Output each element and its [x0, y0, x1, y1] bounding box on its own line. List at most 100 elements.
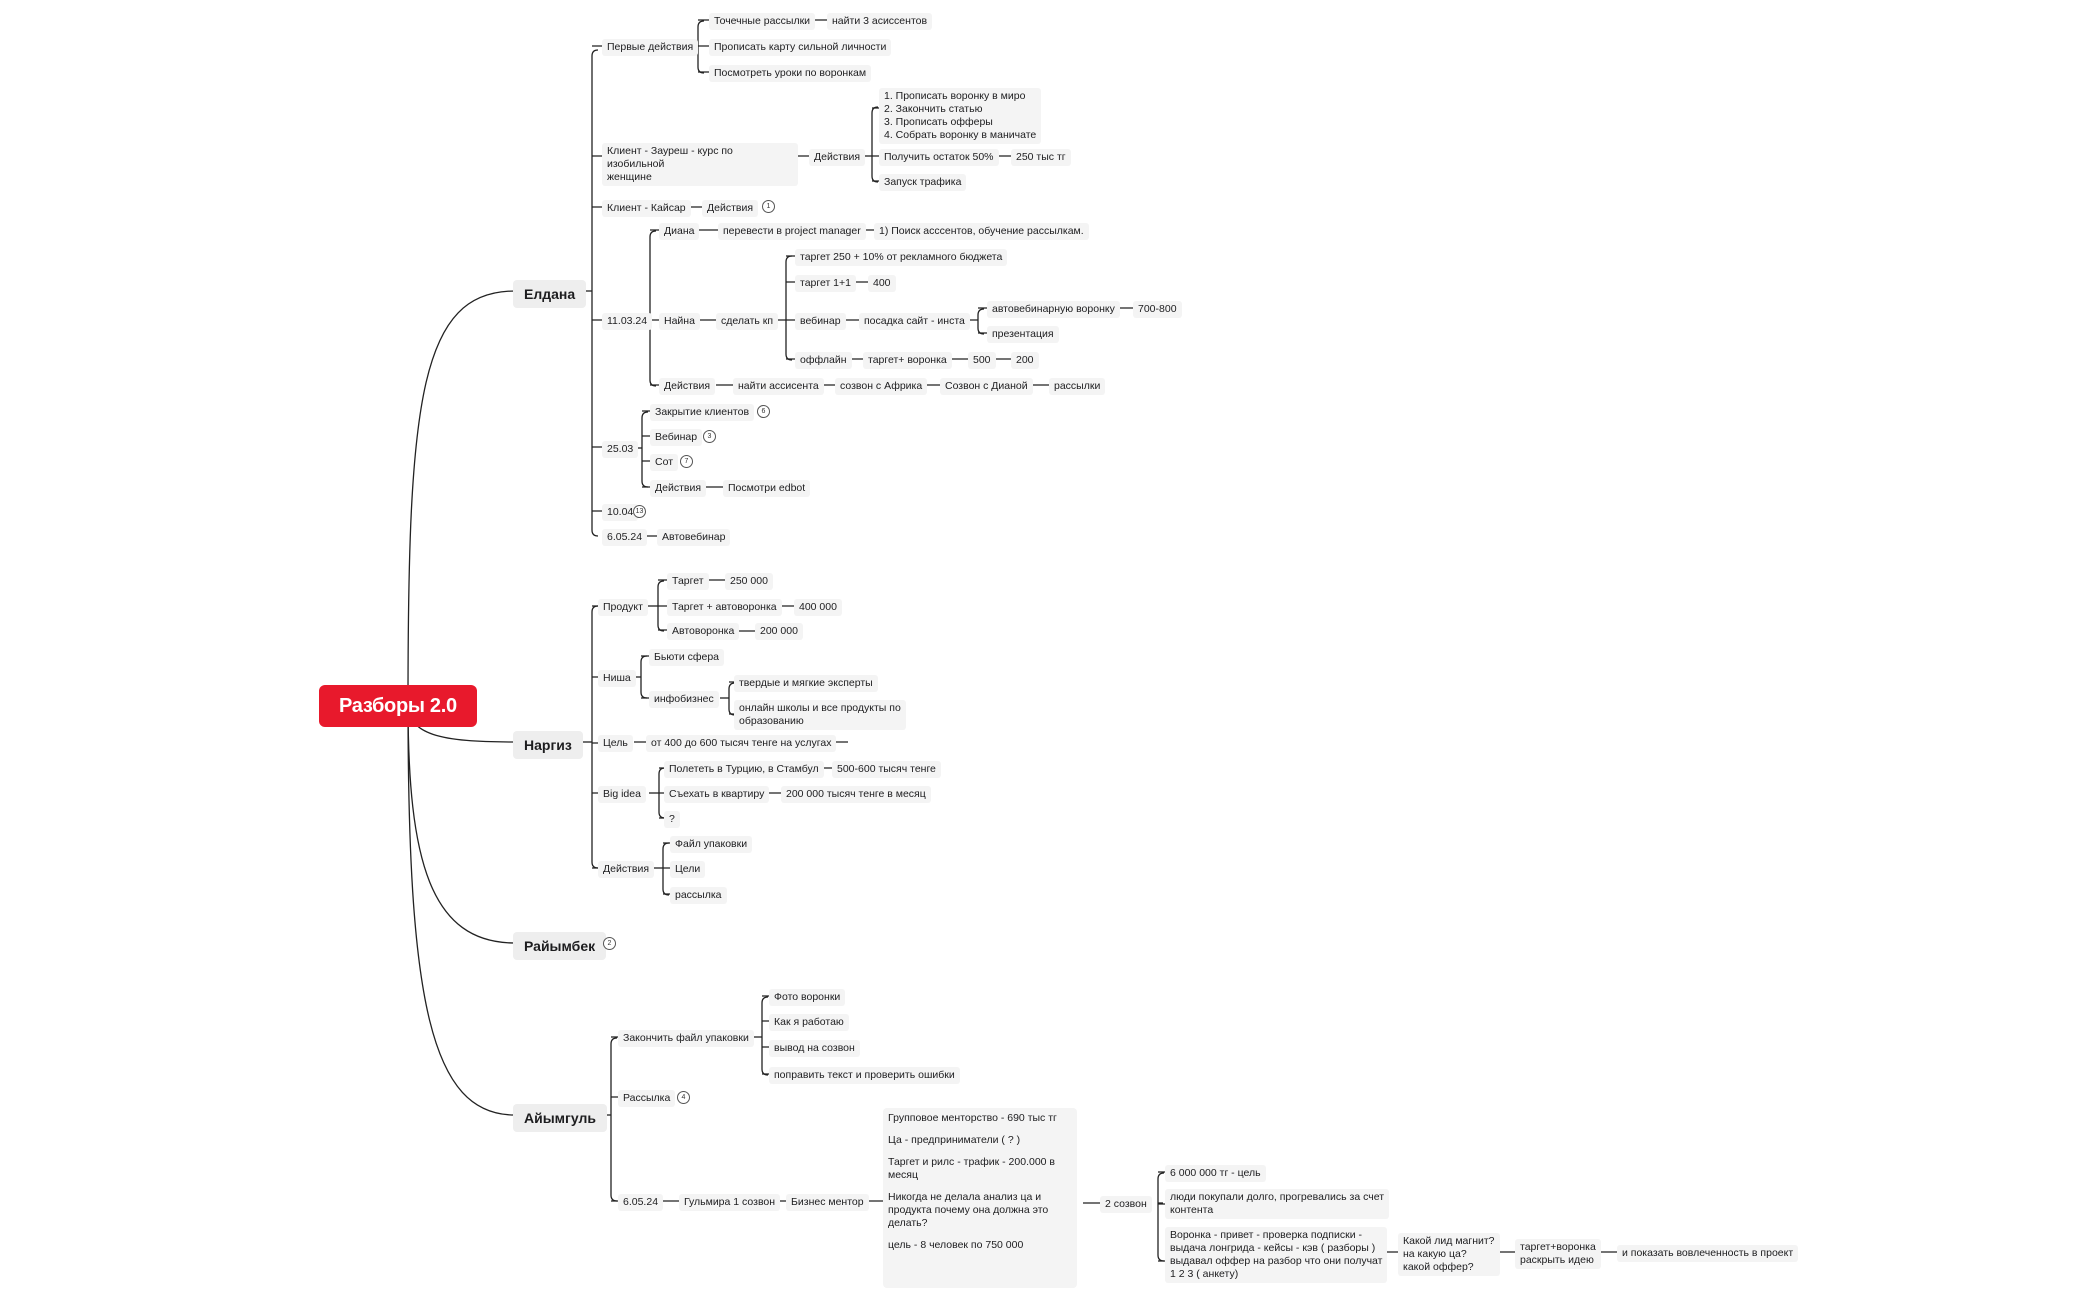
node-experts[interactable]: твердые и мягкие эксперты — [734, 675, 878, 692]
node-mentor-note[interactable]: Групповое менторство - 690 тыс тг Ца - п… — [883, 1108, 1077, 1288]
node-offline-500[interactable]: 500 — [968, 352, 996, 369]
node-diana-search[interactable]: 1) Поиск асссентов, обучение рассылкам. — [874, 223, 1089, 240]
branch-aiymgul[interactable]: Айымгуль — [513, 1104, 607, 1132]
node-remainder[interactable]: Получить остаток 50% — [879, 149, 999, 166]
branch-raiymbek[interactable]: Райымбек — [513, 932, 607, 960]
node-goal-text[interactable]: от 400 до 600 тысяч тенге на услугах — [646, 735, 837, 752]
node-niche[interactable]: Ниша — [598, 670, 636, 687]
node-naina[interactable]: Найна — [659, 313, 700, 330]
node-target-val[interactable]: 250 000 — [725, 573, 773, 590]
node-first-actions[interactable]: Первые действия — [602, 39, 699, 56]
node-people-bought[interactable]: люди покупали долго, прогревались за сче… — [1165, 1189, 1390, 1219]
node-2503-actions[interactable]: Действия — [650, 480, 707, 497]
node-date-1103[interactable]: 11.03.24 — [602, 313, 653, 330]
node-aiymgul-date[interactable]: 6.05.24 — [618, 1194, 664, 1211]
node-funnel-flow[interactable]: Воронка - привет - проверка подписки - в… — [1165, 1227, 1388, 1283]
node-autowebinar-val[interactable]: 700-800 — [1133, 301, 1182, 318]
node-presentation[interactable]: презентация — [987, 326, 1059, 343]
node-target[interactable]: Таргет — [667, 573, 709, 590]
node-make-kp[interactable]: сделать кп — [716, 313, 779, 330]
node-pack-file[interactable]: Файл упаковки — [670, 836, 753, 853]
node-apartment[interactable]: Съехать в квартиру — [664, 786, 770, 803]
node-find-assistant[interactable]: найти ассисента — [733, 378, 824, 395]
node-zauresh-actions[interactable]: Действия — [809, 149, 866, 166]
node-diana-pm[interactable]: перевести в project manager — [718, 223, 866, 240]
collapsed-count-badge[interactable]: 13 — [633, 505, 646, 518]
node-watch-lessons[interactable]: Посмотреть уроки по воронкам — [709, 65, 872, 82]
node-target-funnel-idea[interactable]: таргет+воронка раскрыть идею — [1515, 1239, 1601, 1269]
node-2503-webinar[interactable]: Вебинар — [650, 429, 703, 446]
node-call-africa[interactable]: созвон с Африка — [835, 378, 928, 395]
node-webinar[interactable]: вебинар — [795, 313, 846, 330]
node-client-kaisar[interactable]: Клиент - Кайсар — [602, 200, 691, 217]
node-offline[interactable]: оффлайн — [795, 352, 852, 369]
node-call-2[interactable]: 2 созвон — [1100, 1196, 1152, 1213]
node-goal-6m[interactable]: 6 000 000 тг - цель — [1165, 1165, 1266, 1182]
node-mailings[interactable]: рассылки — [1049, 378, 1106, 395]
node-photo-funnel[interactable]: Фото воронки — [769, 989, 846, 1006]
node-question[interactable]: ? — [664, 811, 680, 828]
node-goal[interactable]: Цель — [598, 735, 633, 752]
node-strong-map[interactable]: Прописать карту сильной личности — [709, 39, 892, 56]
node-product[interactable]: Продукт — [598, 599, 648, 616]
node-apartment-val[interactable]: 200 000 тысяч тенге в месяц — [781, 786, 931, 803]
node-show-engagement[interactable]: и показать вовлеченность в проект — [1617, 1245, 1799, 1262]
node-target-11[interactable]: таргет 1+1 — [795, 275, 856, 292]
node-gulmira[interactable]: Гульмира 1 созвон — [679, 1194, 781, 1211]
node-closing-clients[interactable]: Закрытие клиентов — [650, 404, 755, 421]
node-find-assistants[interactable]: найти 3 асиссентов — [827, 13, 933, 30]
collapsed-count-badge[interactable]: 6 — [757, 405, 770, 418]
collapsed-count-badge[interactable]: 2 — [603, 937, 616, 950]
node-turkey-val[interactable]: 500-600 тысяч тенге — [832, 761, 941, 778]
node-date-0605[interactable]: 6.05.24 — [602, 529, 648, 546]
node-mailing[interactable]: рассылка — [670, 887, 727, 904]
node-how-work[interactable]: Как я работаю — [769, 1014, 849, 1031]
node-target-funnel[interactable]: таргет+ воронка — [863, 352, 952, 369]
node-aiymgul-mailing[interactable]: Рассылка — [618, 1090, 676, 1107]
lead-line-1: Какой лид магнит? — [1403, 1235, 1495, 1247]
node-target-auto-val[interactable]: 400 000 — [794, 599, 842, 616]
node-fix-text[interactable]: поправить текст и проверить ошибки — [769, 1067, 960, 1084]
node-1103-actions[interactable]: Действия — [659, 378, 716, 395]
node-target-250[interactable]: таргет 250 + 10% от рекламного бюджета — [795, 249, 1008, 266]
node-business-mentor[interactable]: Бизнес ментор — [786, 1194, 869, 1211]
collapsed-count-badge[interactable]: 4 — [677, 1091, 690, 1104]
node-infobiz[interactable]: инфобизнес — [649, 691, 719, 708]
node-call-diana[interactable]: Созвон с Дианой — [940, 378, 1033, 395]
node-point-mailings[interactable]: Точечные рассылки — [709, 13, 816, 30]
node-finish-pack[interactable]: Закончить файл упаковки — [618, 1030, 754, 1047]
node-kaisar-actions[interactable]: Действия — [702, 200, 759, 217]
node-zauresh-steps[interactable]: 1. Прописать воронку в миро 2. Закончить… — [879, 88, 1042, 144]
collapsed-count-badge[interactable]: 1 — [762, 200, 775, 213]
node-auto-val[interactable]: 200 000 — [755, 623, 803, 640]
node-offline-200[interactable]: 200 — [1011, 352, 1039, 369]
collapsed-count-badge[interactable]: 7 — [680, 455, 693, 468]
collapsed-count-badge[interactable]: 3 — [703, 430, 716, 443]
node-nargiz-actions[interactable]: Действия — [598, 861, 655, 878]
node-sot[interactable]: Сот — [650, 454, 679, 471]
node-goals[interactable]: Цели — [670, 861, 706, 878]
node-auto[interactable]: Автоворонка — [667, 623, 740, 640]
node-date-1004[interactable]: 10.04 — [602, 504, 639, 521]
node-landing[interactable]: посадка сайт - инста — [859, 313, 970, 330]
node-schools[interactable]: онлайн школы и все продукты по образован… — [734, 700, 906, 730]
branch-eldana[interactable]: Елдана — [513, 280, 587, 308]
node-target-11-val[interactable]: 400 — [868, 275, 896, 292]
node-turkey[interactable]: Полететь в Турцию, в Стамбул — [664, 761, 824, 778]
node-lead-magnet[interactable]: Какой лид магнит? на какую ца? какой офф… — [1398, 1233, 1500, 1276]
node-remainder-amount[interactable]: 250 тыс тг — [1011, 149, 1071, 166]
node-call-output[interactable]: вывод на созвон — [769, 1040, 860, 1057]
node-traffic[interactable]: Запуск трафика — [879, 174, 967, 191]
node-client-zauresh[interactable]: Клиент - Зауреш - курс по изобильной жен… — [602, 143, 798, 186]
node-beauty[interactable]: Бьюти сфера — [649, 649, 725, 666]
node-date-2503[interactable]: 25.03 — [602, 441, 639, 458]
node-big-idea[interactable]: Big idea — [598, 786, 646, 803]
node-autowebinar-funnel[interactable]: автовебинарную воронку — [987, 301, 1120, 318]
root-node[interactable]: Разборы 2.0 — [319, 685, 477, 727]
branch-nargiz[interactable]: Наргиз — [513, 731, 583, 759]
node-watch-edbot[interactable]: Посмотри edbot — [723, 480, 811, 497]
node-diana[interactable]: Диана — [659, 223, 700, 240]
node-target-auto[interactable]: Таргет + автоворонка — [667, 599, 782, 616]
node-autowebinar[interactable]: Автовебинар — [657, 529, 731, 546]
